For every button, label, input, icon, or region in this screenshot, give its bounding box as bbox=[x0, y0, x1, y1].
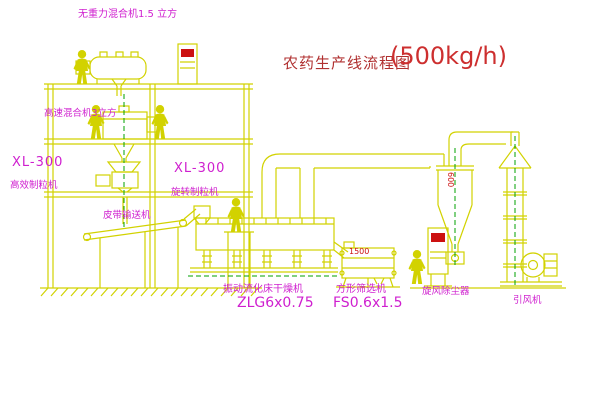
label-gravity-mixer: 无重力混合机1.5 立方 bbox=[78, 9, 178, 20]
dimension-sifter: 1500 bbox=[349, 247, 370, 256]
label-granulator-mid-model: XL-300 bbox=[174, 161, 226, 176]
label-granulator-mid-name: 旋转制粒机 bbox=[171, 187, 219, 198]
label-highspeed-mixer: 高速混合机3立方 bbox=[44, 108, 117, 119]
page-title: 农药生产线流程图 bbox=[283, 54, 412, 72]
label-cyclone: 旋风除尘器 bbox=[422, 286, 470, 297]
worker-figure bbox=[408, 250, 426, 284]
label-belt-conveyor: 皮带输送机 bbox=[103, 210, 151, 221]
label-dryer-name: 振动流化床干燥机 bbox=[223, 284, 303, 295]
label-granulator-left-model: XL-300 bbox=[12, 155, 64, 170]
control-screen-icon bbox=[181, 49, 194, 57]
sifter-drawing bbox=[336, 241, 400, 288]
structure-frame bbox=[40, 83, 262, 297]
label-sifter-name: 方形筛选机 bbox=[336, 284, 386, 295]
label-fan: 引风机 bbox=[513, 295, 542, 306]
fan-drawing bbox=[520, 252, 558, 282]
control-screen-icon bbox=[431, 233, 445, 242]
label-sifter-model: FS0.6x1.5 bbox=[333, 295, 403, 311]
label-dryer-model: ZLG6x0.75 bbox=[237, 295, 314, 311]
label-granulator-left-name: 高效制粒机 bbox=[10, 180, 58, 191]
dimension-cyclone: 600 bbox=[445, 172, 455, 188]
granulator-drawing bbox=[95, 161, 142, 224]
exhaust-duct-drawing bbox=[261, 153, 445, 218]
operator-platform bbox=[224, 231, 254, 288]
page-title-capacity: (500kg/h) bbox=[390, 42, 507, 70]
worker-figure bbox=[227, 198, 245, 232]
belt-conveyor-drawing bbox=[82, 208, 201, 288]
worker-figure bbox=[151, 105, 169, 139]
control-cabinet-2 bbox=[424, 227, 452, 287]
centerlines bbox=[123, 94, 516, 286]
fluidbed-dryer-drawing bbox=[190, 217, 349, 273]
exhaust-stack-drawing bbox=[498, 131, 562, 287]
worker-figure bbox=[73, 50, 91, 84]
control-cabinet-1 bbox=[177, 43, 198, 85]
